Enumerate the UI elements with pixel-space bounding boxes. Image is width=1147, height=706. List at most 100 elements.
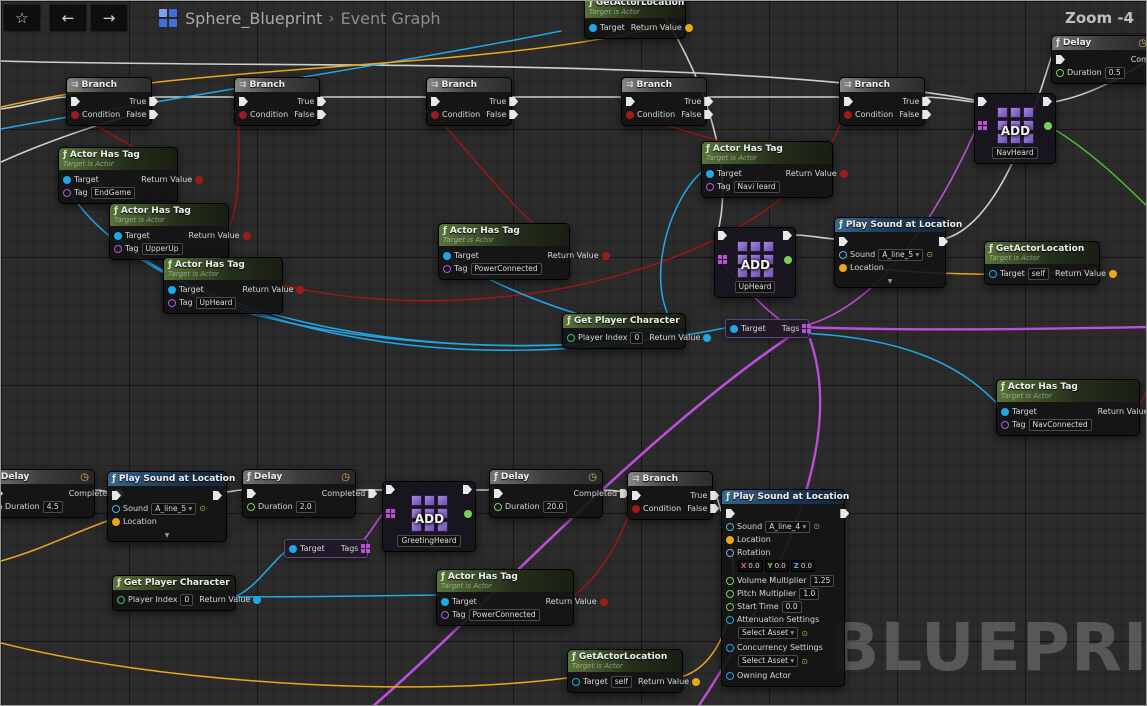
exec-pin[interactable] — [726, 509, 735, 518]
bool-pin[interactable] — [195, 176, 203, 184]
asset-picker-icon[interactable]: ⊙ — [801, 629, 808, 638]
name-pin[interactable] — [63, 189, 71, 197]
node-add-greetingheard[interactable]: ADDGreetingHeard — [382, 481, 476, 552]
exec-pin[interactable] — [239, 97, 248, 106]
exec-pin[interactable] — [632, 491, 641, 500]
exec-pin[interactable] — [509, 97, 518, 106]
bool-pin[interactable] — [632, 505, 640, 513]
node-branch-5[interactable]: ⇉BranchConditionTrueFalse — [839, 77, 925, 126]
array-pin[interactable] — [386, 509, 395, 518]
exec-out-pin[interactable] — [1043, 97, 1052, 106]
asset-picker-icon[interactable]: ⊙ — [801, 657, 808, 666]
node-add-navheard[interactable]: ADDNavHeard — [974, 93, 1056, 164]
pin-value-input[interactable]: 4.5 — [43, 501, 63, 513]
object-pin[interactable] — [726, 616, 734, 624]
node-getplayercharacter-2[interactable]: ƒGet Player CharacterPlayer Index0Return… — [112, 575, 236, 611]
pin-value-input[interactable]: 1.0 — [799, 588, 819, 600]
pin-value-input[interactable]: 2.0 — [296, 501, 316, 513]
exec-pin[interactable] — [431, 97, 440, 106]
vector-pin[interactable] — [112, 518, 120, 526]
bool-pin[interactable] — [243, 232, 251, 240]
exec-pin[interactable] — [509, 110, 518, 119]
object-pin[interactable] — [443, 252, 451, 260]
pin-value-input[interactable]: UpperUp — [142, 243, 183, 255]
object-pin[interactable] — [703, 334, 711, 342]
node-getactorlocation-right[interactable]: ƒGetActorLocationTarget is ActorTargetse… — [984, 241, 1100, 285]
node-branch-4[interactable]: ⇉BranchConditionTrueFalse — [621, 77, 707, 126]
pin-value-dropdown[interactable]: Select Asset ▾ — [738, 627, 798, 639]
name-pin[interactable] — [168, 299, 176, 307]
breadcrumb-event-graph[interactable]: Event Graph — [341, 9, 441, 28]
node-delay-topright[interactable]: ƒDelay◷Duration0.5Completed — [1051, 35, 1147, 84]
object-pin[interactable] — [726, 644, 734, 652]
node-branch-2[interactable]: ⇉BranchConditionTrueFalse — [234, 77, 320, 126]
float-pin[interactable] — [0, 503, 2, 511]
node-delay-c[interactable]: ƒDelay◷Duration20.0Completed — [489, 469, 603, 518]
node-add-upheard[interactable]: ADDUpHeard — [714, 227, 796, 298]
float-pin[interactable] — [464, 510, 472, 518]
float-pin[interactable] — [726, 577, 734, 585]
vector-pin[interactable] — [1109, 270, 1117, 278]
axis-z-input[interactable]: Z0.0 — [791, 560, 815, 572]
pin-value-dropdown[interactable]: A_line_5 ▾ — [878, 249, 923, 261]
bool-pin[interactable] — [600, 598, 608, 606]
tag-value-input[interactable]: UpHeard — [735, 281, 776, 293]
bool-pin[interactable] — [626, 111, 634, 119]
object-pin[interactable] — [730, 325, 738, 333]
pin-value-input[interactable]: PowerConnected — [471, 263, 542, 275]
exec-in-pin[interactable] — [718, 231, 727, 240]
node-getplayercharacter-1[interactable]: ƒGet Player CharacterPlayer Index0Return… — [562, 313, 686, 349]
float-pin[interactable] — [784, 256, 792, 264]
exec-pin[interactable] — [0, 489, 3, 498]
pin-value-input[interactable]: 0.5 — [1105, 67, 1125, 79]
asset-picker-icon[interactable]: ⊙ — [813, 522, 820, 531]
exec-pin[interactable] — [317, 97, 326, 106]
expand-advanced-icon[interactable]: ▼ — [108, 532, 226, 541]
object-pin[interactable] — [63, 176, 71, 184]
node-playsound-1[interactable]: ƒPlay Sound at LocationSoundA_line_5 ▾⊙L… — [834, 217, 946, 288]
exec-pin[interactable] — [149, 110, 158, 119]
name-pin[interactable] — [1001, 421, 1009, 429]
name-pin[interactable] — [114, 245, 122, 253]
exec-pin[interactable] — [939, 237, 948, 246]
pin-value-input[interactable]: EndGame — [91, 187, 136, 199]
node-actorhastag-navheard[interactable]: ƒActor Has TagTarget is ActorTargetTagNa… — [701, 141, 833, 198]
exec-pin[interactable] — [710, 504, 719, 513]
axis-x-input[interactable]: X0.0 — [738, 560, 763, 572]
pin-value-dropdown[interactable]: A_line_4 ▾ — [765, 521, 810, 533]
exec-pin[interactable] — [844, 97, 853, 106]
name-pin[interactable] — [443, 265, 451, 273]
forward-button[interactable]: → — [90, 4, 128, 32]
node-actorhastag-endgame[interactable]: ƒActor Has TagTarget is ActorTargetTagEn… — [58, 147, 178, 204]
exec-pin[interactable] — [626, 97, 635, 106]
array-pin[interactable] — [802, 324, 811, 333]
node-delay-a[interactable]: ƒDelay◷Duration4.5Completed — [0, 469, 95, 518]
exec-pin[interactable] — [704, 97, 713, 106]
int-pin[interactable] — [567, 334, 575, 342]
favorite-star-button[interactable]: ☆ — [3, 4, 41, 32]
tag-value-input[interactable]: GreetingHeard — [397, 535, 460, 547]
exec-pin[interactable] — [922, 97, 931, 106]
exec-in-pin[interactable] — [386, 485, 395, 494]
exec-pin[interactable] — [368, 489, 377, 498]
array-pin[interactable] — [718, 255, 727, 264]
exec-pin[interactable] — [247, 489, 256, 498]
vector-pin[interactable] — [839, 264, 847, 272]
node-playsound-2[interactable]: ƒPlay Sound at LocationSoundA_line_5 ▾⊙L… — [107, 471, 227, 542]
bool-pin[interactable] — [602, 252, 610, 260]
int-pin[interactable] — [117, 596, 125, 604]
pin-value-input[interactable]: Navi leard — [734, 181, 780, 193]
exec-pin[interactable] — [112, 491, 121, 500]
exec-pin[interactable] — [213, 491, 222, 500]
pin-value-input[interactable]: 0 — [180, 594, 193, 606]
object-pin[interactable] — [989, 270, 997, 278]
node-branch-1[interactable]: ⇉BranchConditionTrueFalse — [66, 77, 152, 126]
vector-pin[interactable] — [692, 678, 700, 686]
exec-in-pin[interactable] — [978, 97, 987, 106]
bool-pin[interactable] — [431, 111, 439, 119]
exec-pin[interactable] — [71, 97, 80, 106]
pin-value-input[interactable]: 20.0 — [543, 501, 568, 513]
node-playsound-3[interactable]: ƒPlay Sound at LocationSoundA_line_4 ▾⊙L… — [721, 489, 845, 687]
node-actorhastag-upheard[interactable]: ƒActor Has TagTarget is ActorTargetTagUp… — [163, 257, 283, 314]
